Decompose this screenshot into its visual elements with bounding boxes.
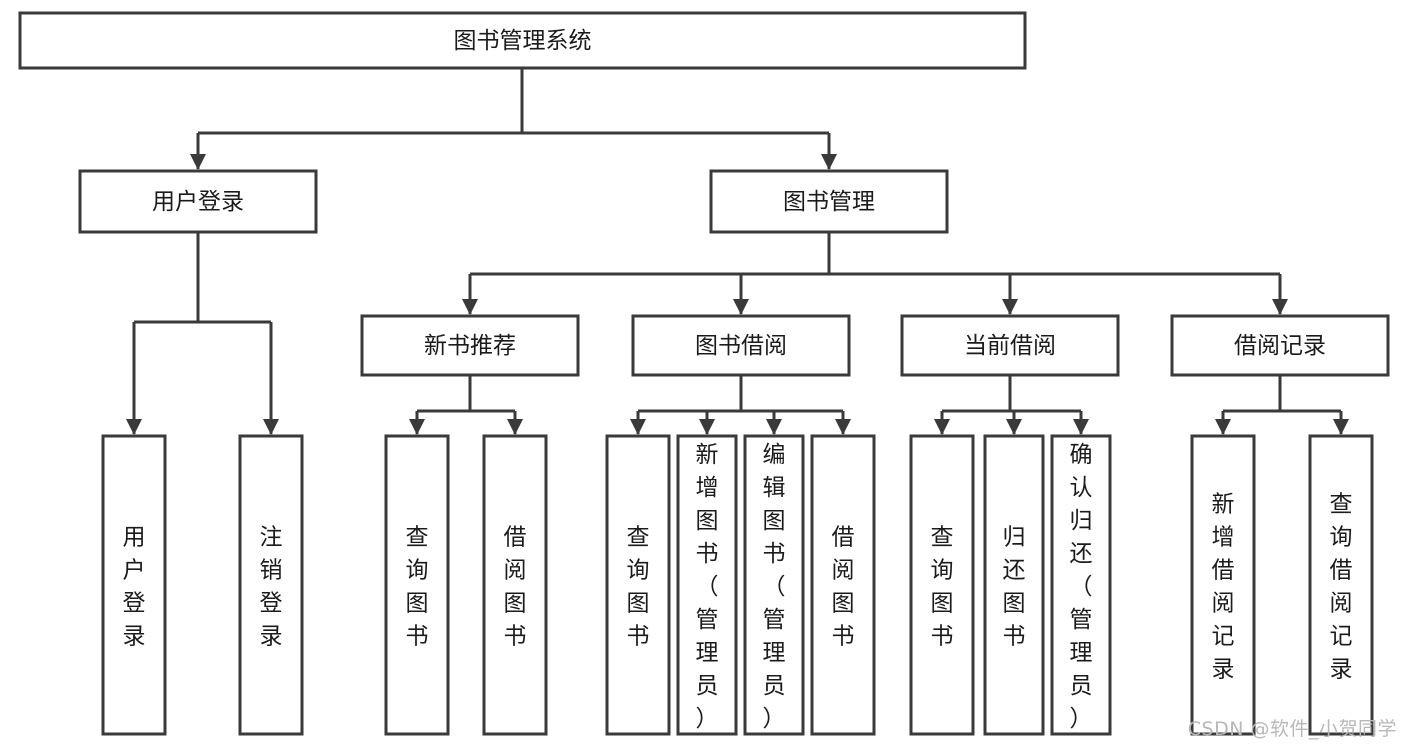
arrow-head-book-manage — [821, 154, 837, 170]
node-box-leaf-query-book-rec — [384, 434, 450, 736]
node-leaf-edit-book[interactable]: 编辑图书（管理员） — [743, 434, 805, 736]
node-leaf-query-book-cur[interactable]: 查询图书 — [909, 434, 975, 736]
node-current-borrow[interactable]: 当前借阅 — [900, 314, 1120, 377]
node-box-book-borrow — [631, 314, 851, 377]
node-leaf-confirm-return[interactable]: 确认归还（管理员） — [1050, 434, 1112, 736]
node-box-leaf-borrow-book — [810, 434, 876, 736]
arrow-head-current-borrow — [1002, 299, 1018, 315]
node-label-user-login: 用户登录 — [152, 189, 244, 215]
node-box-leaf-return-book — [983, 434, 1045, 736]
node-label-root: 图书管理系统 — [454, 28, 592, 54]
node-layer: 图书管理系统用户登录图书管理新书推荐图书借阅当前借阅借阅记录用户登录注销登录查询… — [18, 11, 1390, 736]
node-box-user-login — [78, 169, 318, 234]
node-leaf-borrow-book[interactable]: 借阅图书 — [810, 434, 876, 736]
node-leaf-user-logout[interactable]: 注销登录 — [238, 434, 304, 736]
node-label-new-book-rec: 新书推荐 — [424, 333, 516, 359]
node-label-book-manage: 图书管理 — [783, 189, 875, 215]
node-leaf-query-book-rec[interactable]: 查询图书 — [384, 434, 450, 736]
arrow-head-leaf-user-login — [126, 419, 142, 435]
node-user-login[interactable]: 用户登录 — [78, 169, 318, 234]
node-box-leaf-user-logout — [238, 434, 304, 736]
node-box-borrow-record — [1170, 314, 1390, 377]
arrow-head-new-book-rec — [462, 299, 478, 315]
node-box-book-manage — [709, 169, 949, 234]
arrow-head-leaf-query-record — [1333, 419, 1349, 435]
node-label-leaf-query-record: 查询借阅记录 — [1330, 492, 1353, 683]
arrow-head-leaf-edit-book — [766, 419, 782, 435]
arrow-head-leaf-query-book-borrow — [630, 419, 646, 435]
node-box-new-book-rec — [360, 314, 580, 377]
node-box-leaf-query-record — [1308, 434, 1374, 736]
node-label-leaf-user-login: 用户登录 — [123, 525, 146, 650]
node-borrow-record[interactable]: 借阅记录 — [1170, 314, 1390, 377]
connector-layer — [126, 68, 1349, 435]
node-label-book-borrow: 图书借阅 — [695, 333, 787, 359]
arrow-head-leaf-add-book — [699, 419, 715, 435]
node-root[interactable]: 图书管理系统 — [18, 11, 1027, 70]
node-leaf-query-book-borrow[interactable]: 查询图书 — [605, 434, 671, 736]
node-book-borrow[interactable]: 图书借阅 — [631, 314, 851, 377]
node-label-leaf-borrow-book-rec: 借阅图书 — [504, 525, 527, 650]
node-label-leaf-query-book-rec: 查询图书 — [406, 525, 429, 650]
arrow-head-borrow-record — [1272, 299, 1288, 315]
node-label-leaf-borrow-book: 借阅图书 — [832, 525, 855, 650]
arrow-head-leaf-borrow-book-rec — [507, 419, 523, 435]
node-leaf-add-record[interactable]: 新增借阅记录 — [1190, 434, 1256, 736]
node-new-book-rec[interactable]: 新书推荐 — [360, 314, 580, 377]
node-leaf-add-book[interactable]: 新增图书（管理员） — [676, 434, 738, 736]
arrow-head-leaf-user-logout — [263, 419, 279, 435]
node-leaf-return-book[interactable]: 归还图书 — [983, 434, 1045, 736]
node-label-leaf-confirm-return: 确认归还（管理员） — [1070, 442, 1093, 732]
node-leaf-user-login[interactable]: 用户登录 — [101, 434, 167, 736]
arrow-head-leaf-query-book-cur — [934, 419, 950, 435]
arrow-head-leaf-return-book — [1006, 419, 1022, 435]
node-leaf-borrow-book-rec[interactable]: 借阅图书 — [482, 434, 548, 736]
csdn-watermark: CSDN @软件_小贺同学 — [1187, 718, 1397, 740]
arrow-head-leaf-borrow-book — [835, 419, 851, 435]
node-box-leaf-query-book-borrow — [605, 434, 671, 736]
node-box-leaf-borrow-book-rec — [482, 434, 548, 736]
node-label-leaf-user-logout: 注销登录 — [260, 525, 283, 650]
node-box-leaf-query-book-cur — [909, 434, 975, 736]
arrow-head-user-login — [190, 154, 206, 170]
arrow-head-book-borrow — [733, 299, 749, 315]
node-label-leaf-query-book-borrow: 查询图书 — [627, 525, 650, 650]
node-box-leaf-edit-book — [743, 434, 805, 736]
node-book-manage[interactable]: 图书管理 — [709, 169, 949, 234]
node-box-leaf-confirm-return — [1050, 434, 1112, 736]
arrow-head-leaf-confirm-return — [1073, 419, 1089, 435]
arrow-head-leaf-query-book-rec — [409, 419, 425, 435]
node-label-borrow-record: 借阅记录 — [1234, 333, 1326, 359]
node-box-leaf-add-book — [676, 434, 738, 736]
node-label-leaf-query-book-cur: 查询图书 — [931, 525, 954, 650]
node-label-leaf-edit-book: 编辑图书（管理员） — [763, 442, 786, 732]
arrow-head-leaf-add-record — [1215, 419, 1231, 435]
node-box-current-borrow — [900, 314, 1120, 377]
node-label-leaf-return-book: 归还图书 — [1003, 525, 1026, 650]
node-label-leaf-add-record: 新增借阅记录 — [1212, 492, 1235, 683]
node-box-leaf-user-login — [101, 434, 167, 736]
node-box-root — [18, 11, 1027, 70]
node-label-leaf-add-book: 新增图书（管理员） — [696, 442, 719, 732]
node-box-leaf-add-record — [1190, 434, 1256, 736]
node-leaf-query-record[interactable]: 查询借阅记录 — [1308, 434, 1374, 736]
node-label-current-borrow: 当前借阅 — [964, 333, 1056, 359]
